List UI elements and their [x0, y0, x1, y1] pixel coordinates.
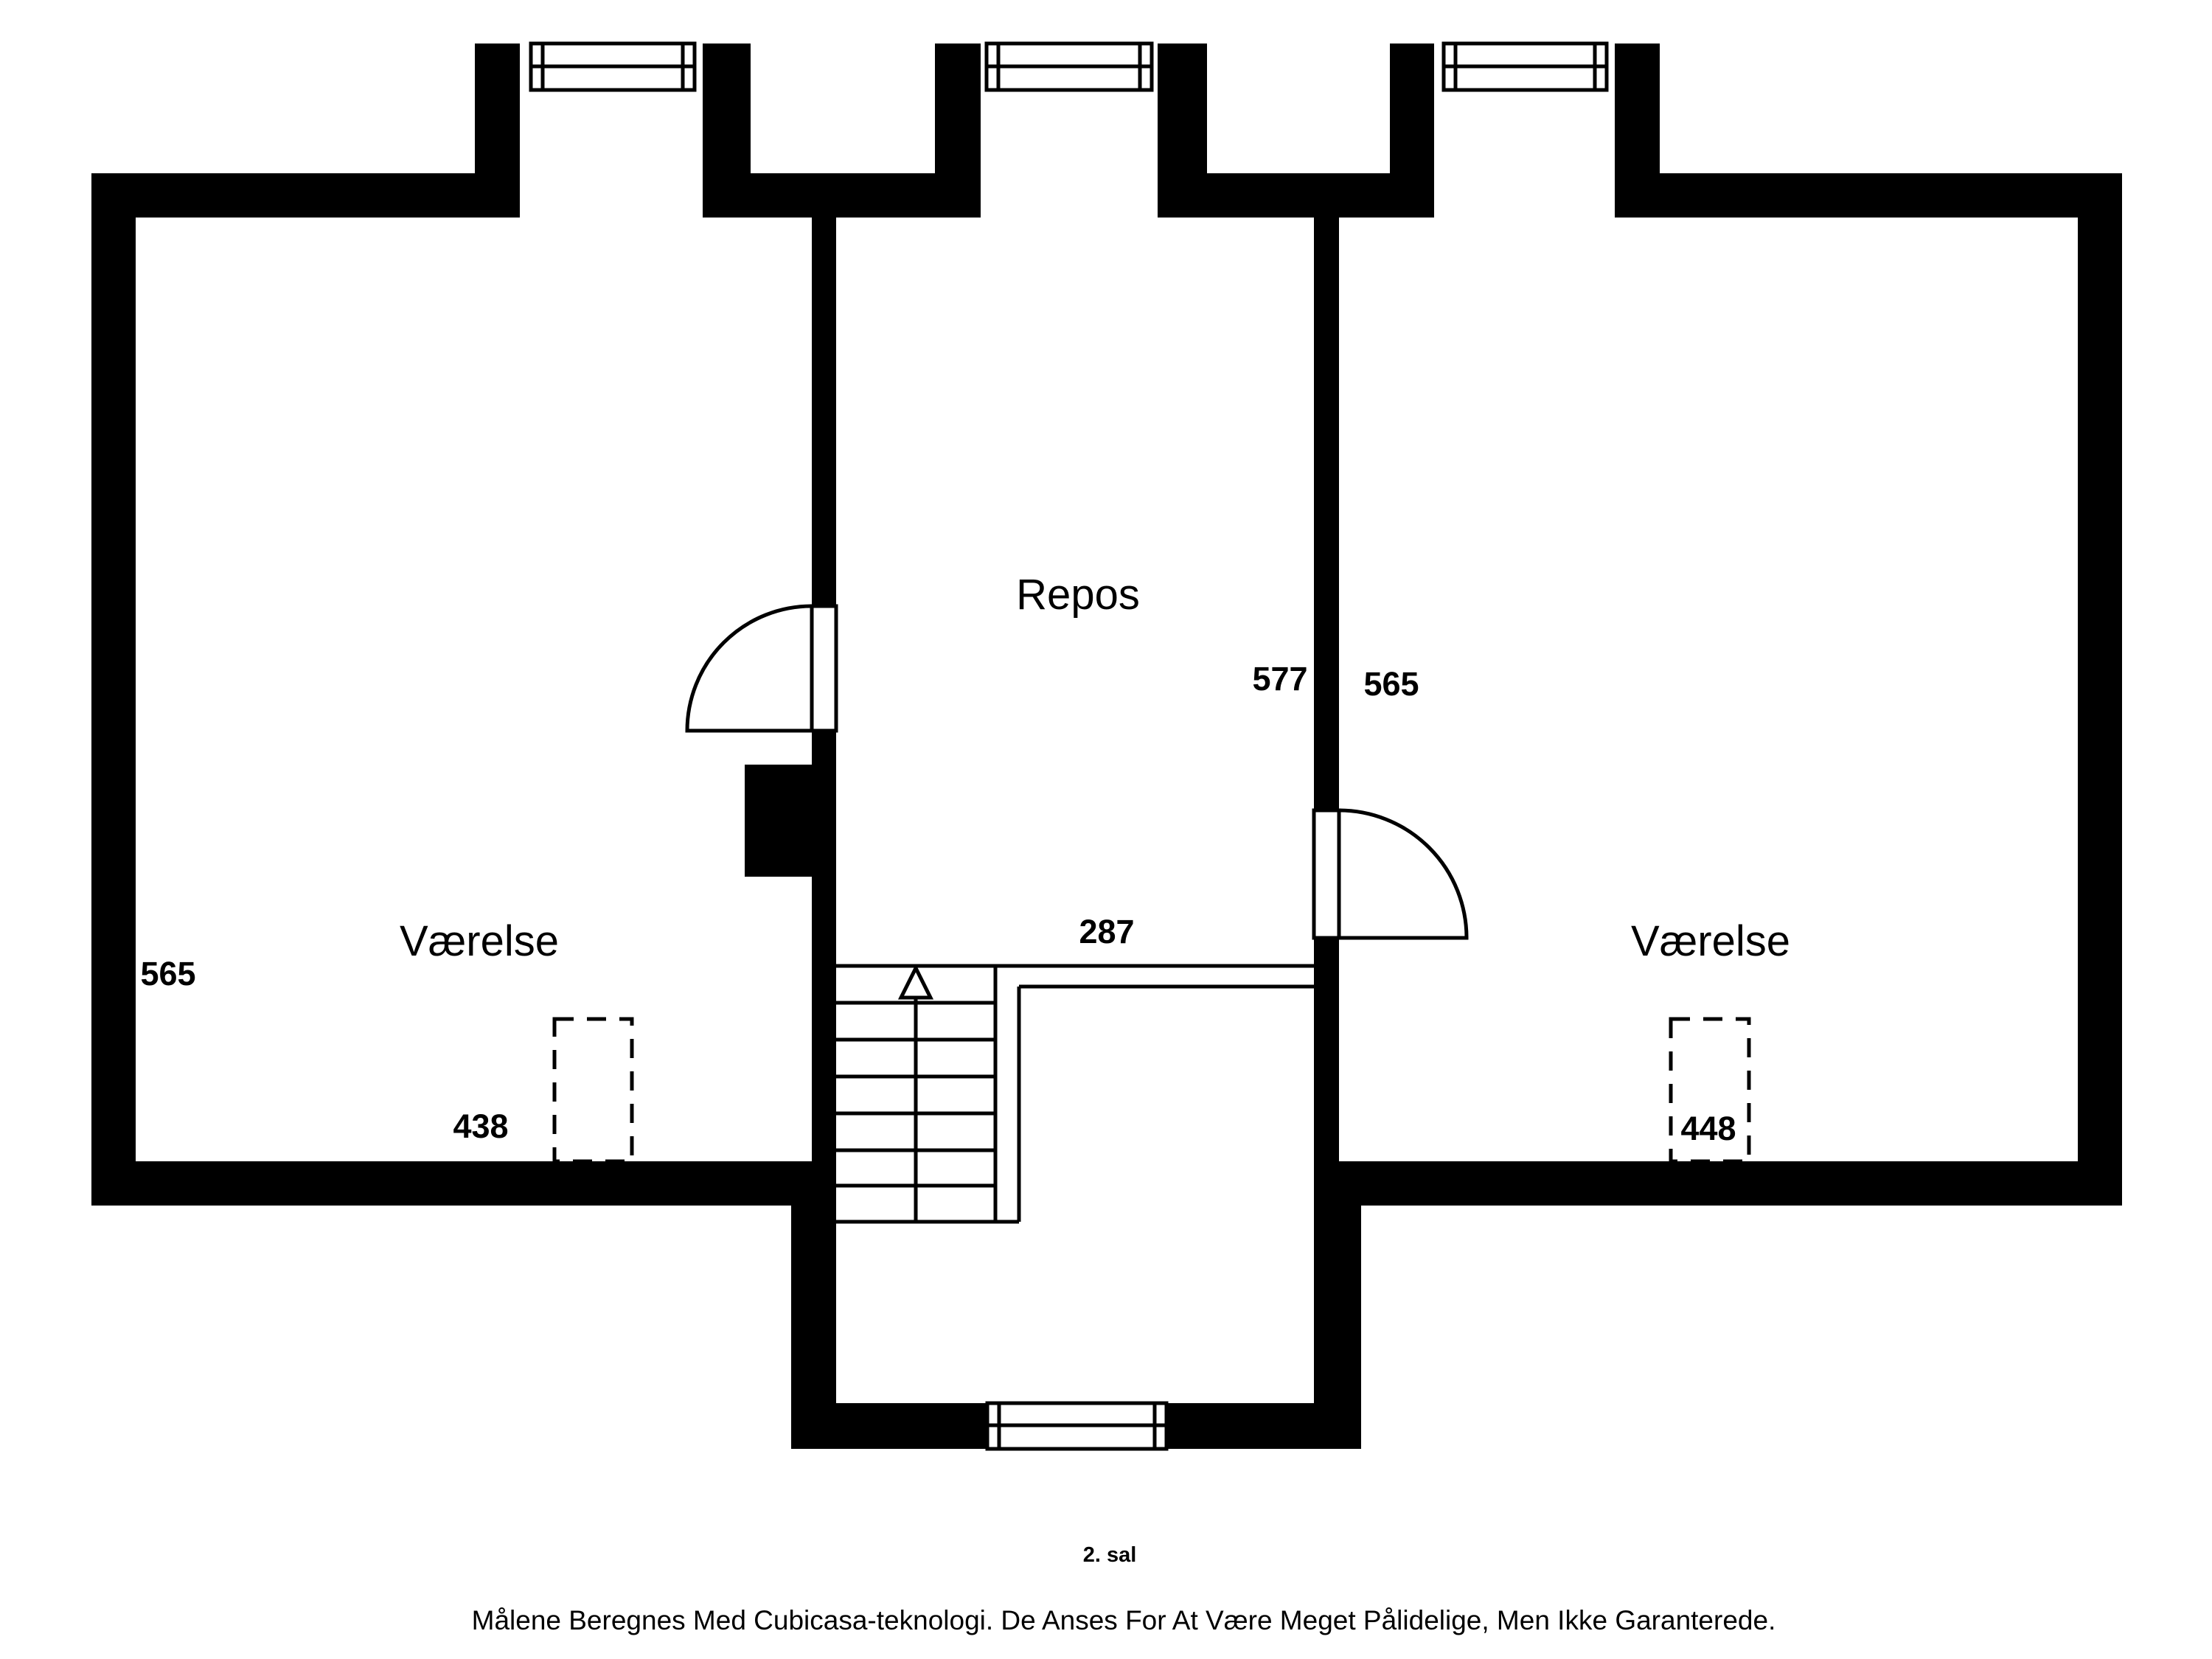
flue-box-right-room — [1669, 1017, 1751, 1164]
top-wall-right — [1660, 173, 2122, 218]
dimension-left-width: 438 — [453, 1107, 508, 1145]
repos-left-wall-upper — [812, 218, 836, 606]
left-outer-wall — [91, 173, 136, 1206]
repos-left-wall-mid — [812, 731, 836, 765]
repos-right-wall-upper — [1314, 218, 1339, 810]
floor-title: 2. sal — [1083, 1543, 1137, 1567]
window-top-center — [984, 41, 1154, 92]
door-right-room — [1312, 808, 1469, 940]
staircase — [836, 964, 1314, 1224]
doors — [685, 604, 1469, 940]
left-bay-east-wall — [703, 44, 751, 218]
window-bottom-stairwell — [985, 1401, 1169, 1451]
room-label-left: Værelse — [400, 917, 559, 965]
dimension-center-width: 287 — [1079, 913, 1134, 950]
top-wall-mid-1 — [751, 173, 935, 218]
right-bay-east-wall — [1615, 44, 1660, 218]
room-label-right: Værelse — [1631, 917, 1790, 965]
top-wall-left — [91, 173, 475, 218]
windows — [529, 41, 1609, 1451]
flue-box-left-room — [552, 1017, 634, 1164]
disclaimer-text: Målene Beregnes Med Cubicasa-teknologi. … — [472, 1605, 1776, 1635]
dimension-right-width: 448 — [1680, 1110, 1736, 1147]
stairs-up-arrow-icon — [897, 964, 934, 1222]
repos-left-wall-lower — [812, 877, 836, 1161]
center-bay-east-wall — [1158, 44, 1207, 218]
dimension-left-height: 565 — [140, 955, 195, 992]
window-top-left — [529, 41, 697, 92]
door-left-room — [685, 604, 838, 733]
right-outer-wall — [2078, 173, 2122, 1206]
center-bay-west-wall — [935, 44, 981, 218]
walls — [91, 44, 2122, 1449]
left-room-bottom-wall — [91, 1161, 836, 1206]
repos-left-wall-bump — [745, 765, 836, 877]
left-bay-west-wall — [475, 44, 520, 218]
repos-right-wall-lower — [1314, 938, 1339, 1161]
dimension-right-height: 565 — [1363, 665, 1419, 703]
window-top-right — [1441, 41, 1609, 92]
right-bay-west-wall — [1390, 44, 1434, 218]
dimension-center-height: 577 — [1252, 660, 1307, 698]
top-wall-mid-2 — [1207, 173, 1390, 218]
room-label-center: Repos — [1016, 571, 1140, 619]
right-room-bottom-wall — [1314, 1161, 2122, 1206]
labels: Værelse Repos Værelse 565 577 565 287 43… — [140, 571, 1790, 1635]
